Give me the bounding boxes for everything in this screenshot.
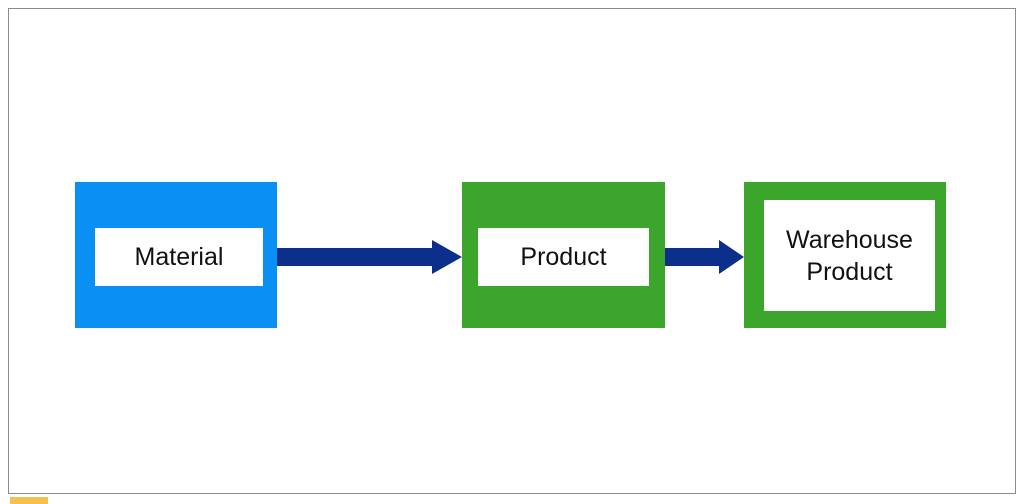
product-node: Product: [462, 182, 665, 328]
product-label: Product: [520, 243, 607, 271]
warehouse-product-node: Warehouse Product: [744, 182, 946, 328]
material-node: Material: [75, 182, 277, 328]
material-label-box: Material: [95, 228, 263, 286]
warehouse-product-label-box: Warehouse Product: [764, 200, 935, 311]
corner-marker: [10, 497, 48, 504]
material-label: Material: [134, 243, 224, 271]
product-label-box: Product: [478, 228, 649, 286]
warehouse-product-label: Warehouse Product: [786, 225, 913, 286]
